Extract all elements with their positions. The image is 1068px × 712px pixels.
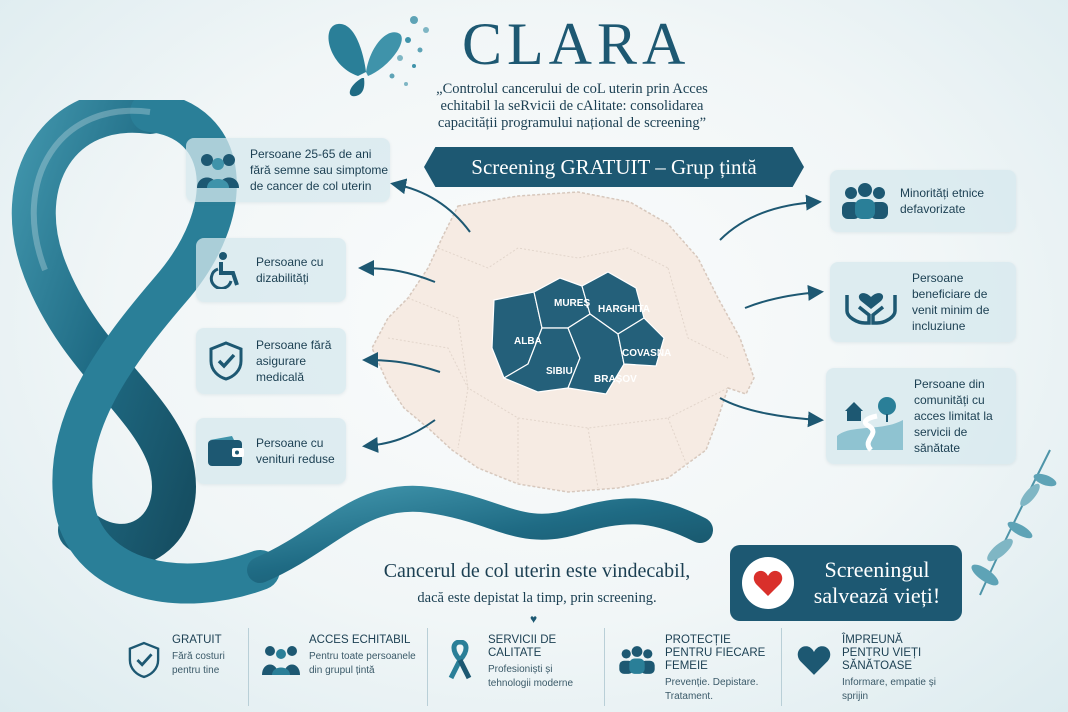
target-group-card-low-income: Persoane cu venituri reduse xyxy=(196,418,346,484)
county-label-alba: ALBA xyxy=(514,336,542,347)
feature-together: ÎMPREUNĂ PENTRU VIEȚI SĂNĂTOASE Informar… xyxy=(782,628,958,706)
butterfly-logo-icon xyxy=(328,16,429,97)
feature-title: GRATUIT xyxy=(172,634,222,646)
target-group-card-age: Persoane 25-65 de ani fără semne sau sim… xyxy=(186,138,390,202)
small-heart-icon: ♥ xyxy=(530,612,538,626)
landscape-road-icon xyxy=(826,380,914,452)
target-group-text: Minorități etnice defavorizate xyxy=(900,186,985,216)
feature-protection: PROTECȚIE PENTRU FIECARE FEMEIE Prevenți… xyxy=(605,628,782,706)
target-group-text: Persoane 25-65 de ani fără semne sau sim… xyxy=(250,147,389,193)
county-label-sibiu: SIBIU xyxy=(546,366,573,377)
people-icon xyxy=(186,150,250,190)
target-group-card-min-income: Persoane beneficiare de venit minim de i… xyxy=(830,262,1016,342)
target-group-card-minorities: Minorități etnice defavorizate xyxy=(830,170,1016,232)
feature-quality-services: SERVICII DE CALITATE Profesioniști și te… xyxy=(428,628,605,706)
feature-desc: Profesioniști și tehnologii moderne xyxy=(488,664,574,689)
feature-title: PROTECȚIE PENTRU FIECARE FEMEIE xyxy=(665,634,766,672)
saves-lives-callout: Screeningul salvează vieți! xyxy=(730,545,962,621)
shield-check-icon xyxy=(196,341,256,381)
county-covasna xyxy=(617,317,665,367)
target-group-text: Persoane beneficiare de venit minim de i… xyxy=(912,271,990,333)
target-group-text: Persoane cu venituri reduse xyxy=(256,436,335,466)
feature-title: ÎMPREUNĂ PENTRU VIEȚI SĂNĂTOASE xyxy=(842,634,922,672)
shield-check-icon xyxy=(122,638,166,682)
heart-icon xyxy=(792,638,836,682)
features-bar: GRATUIT Fără costuri pentru tine ACCES E… xyxy=(112,628,952,706)
heart-icon xyxy=(742,557,794,609)
feature-desc: Prevenție. Depistare. Tratament. xyxy=(665,677,759,702)
feature-desc: Fără costuri pentru tine xyxy=(172,651,225,676)
target-group-text: Persoane fără asigurare medicală xyxy=(256,338,332,384)
target-group-card-uninsured: Persoane fără asigurare medicală xyxy=(196,328,346,394)
county-label-mures: MUREȘ xyxy=(554,298,590,309)
wallet-icon xyxy=(196,434,256,468)
feature-title: SERVICII DE CALITATE xyxy=(488,634,557,659)
leaf-branch-decoration xyxy=(971,449,1057,596)
feature-desc: Informare, empatie și sprijin xyxy=(842,677,936,702)
group-icon xyxy=(830,181,900,221)
feature-free: GRATUIT Fără costuri pentru tine xyxy=(112,628,249,706)
romania-map: MUREȘ HARGHITA ALBA COVASNA SIBIU BRAȘOV xyxy=(371,191,755,493)
target-group-text: Persoane cu dizabilități xyxy=(256,255,324,285)
hands-heart-icon xyxy=(830,277,912,327)
target-group-text: Persoane din comunități cu acces limitat… xyxy=(914,377,993,455)
slogan-line-1: Cancerul de col uterin este vindecabil, xyxy=(383,560,691,582)
county-label-brasov: BRAȘOV xyxy=(594,374,637,385)
callout-text: Screeningul salvează vieți! xyxy=(813,557,941,608)
wheelchair-icon xyxy=(196,251,256,289)
feature-equitable-access: ACCES ECHITABIL Pentru toate persoanele … xyxy=(249,628,428,706)
county-label-covasna: COVASNA xyxy=(622,348,671,359)
target-group-card-disability: Persoane cu dizabilități xyxy=(196,238,346,302)
feature-desc: Pentru toate persoanele din grupul țintă xyxy=(309,651,416,676)
target-group-card-limited-access: Persoane din comunități cu acces limitat… xyxy=(826,368,1016,464)
ribbon-icon xyxy=(438,638,482,682)
feature-title: ACCES ECHITABIL xyxy=(309,634,411,646)
people-hug-icon xyxy=(259,638,303,682)
county-label-harghita: HARGHITA xyxy=(598,304,650,315)
logo-title: CLARA xyxy=(462,11,691,77)
project-subtitle: „Controlul cancerului de coL uterin prin… xyxy=(436,81,708,131)
slogan-line-2: dacă este depistat la timp, prin screeni… xyxy=(417,590,657,606)
target-group-banner: Screening GRATUIT – Grup țintă xyxy=(424,147,804,187)
group-icon xyxy=(615,638,659,682)
